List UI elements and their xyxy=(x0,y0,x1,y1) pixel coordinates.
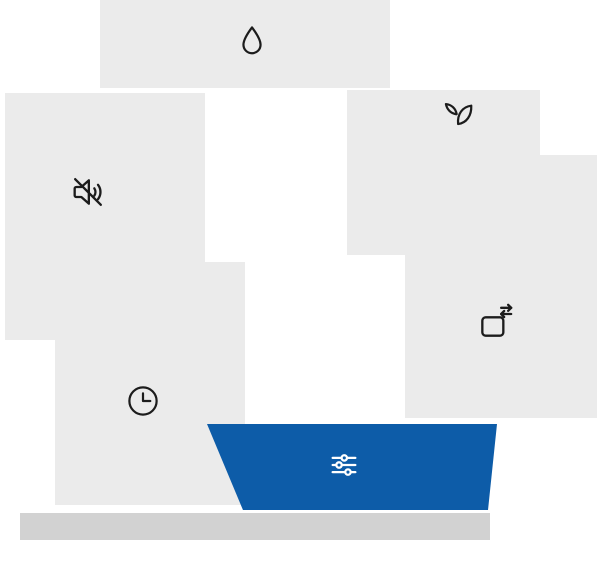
options-sliders-icon xyxy=(327,448,361,482)
source-swap-icon xyxy=(477,302,517,342)
clock-icon xyxy=(124,382,162,420)
leaf-icon xyxy=(438,93,476,131)
accent-settings-shape xyxy=(207,424,497,510)
tile-water xyxy=(100,0,390,88)
water-drop-icon xyxy=(233,23,271,61)
speaker-mute-icon xyxy=(68,172,108,212)
base-bar xyxy=(20,513,490,540)
tile-source xyxy=(405,155,597,418)
tile-time xyxy=(55,262,245,505)
